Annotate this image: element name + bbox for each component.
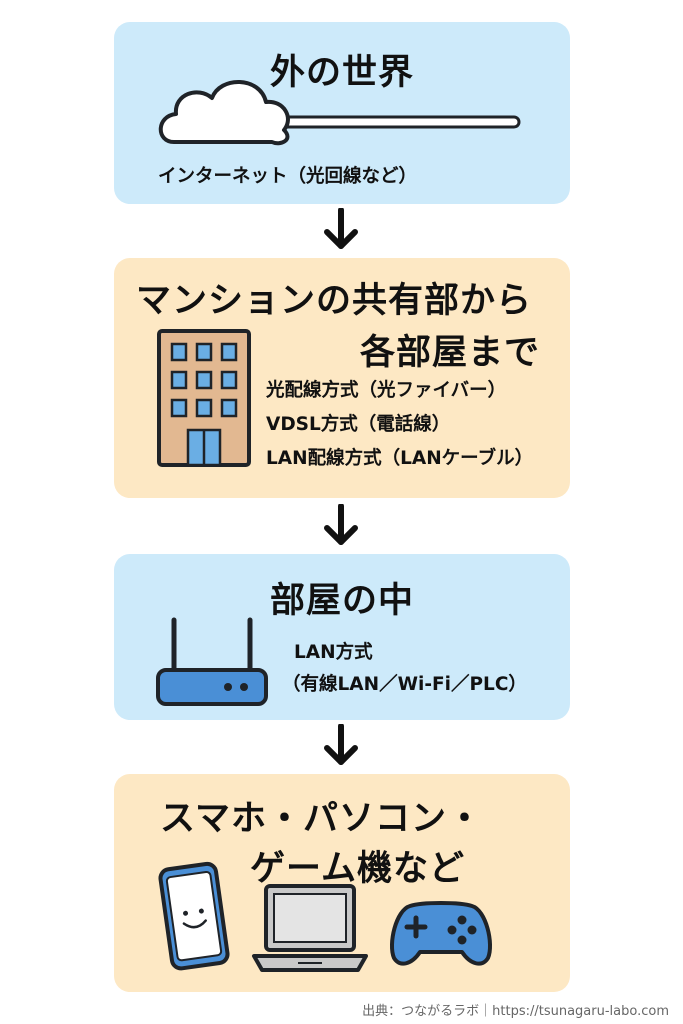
smartphone-icon — [158, 861, 230, 971]
arrow-down-icon — [324, 724, 358, 765]
laptop-icon — [252, 884, 368, 972]
router-icon — [156, 617, 268, 706]
building-icon — [157, 329, 251, 467]
stage-in-room: 部屋の中 LAN方式 （有線LAN／Wi-Fi／PLC） — [114, 554, 570, 720]
cloud-icon — [158, 80, 521, 146]
method-item: 光配線方式（光ファイバー） — [266, 380, 507, 401]
stage-outside-world: 外の世界 インターネット（光回線など） — [114, 22, 570, 204]
stage-label-line1: LAN方式 — [294, 642, 373, 663]
stage-title-line2: 各部屋まで — [360, 333, 541, 373]
stage-title-line2: ゲーム機など — [250, 849, 465, 889]
arrow-down-icon — [324, 504, 358, 545]
stage-building-wiring: マンションの共有部から 各部屋まで 光配線方式（光ファイバー） VDSL方式（電… — [114, 258, 570, 498]
stage-label: インターネット（光回線など） — [158, 166, 418, 187]
stage-title-line1: スマホ・パソコン・ — [160, 799, 483, 839]
stage-title: 部屋の中 — [269, 581, 414, 621]
stage-devices: スマホ・パソコン・ ゲーム機など — [114, 774, 570, 992]
source-footer: 出典：つながるラボ｜https://tsunagaru-labo.com — [362, 1004, 669, 1019]
arrow-down-icon — [324, 208, 358, 249]
stage-title: 外の世界 — [269, 53, 414, 93]
method-item: VDSL方式（電話線） — [266, 414, 451, 435]
stage-label-line2: （有線LAN／Wi-Fi／PLC） — [282, 674, 527, 695]
stage-title-line1: マンションの共有部から — [136, 281, 533, 321]
gamepad-icon — [389, 901, 493, 966]
method-item: LAN配線方式（LANケーブル） — [266, 448, 534, 469]
